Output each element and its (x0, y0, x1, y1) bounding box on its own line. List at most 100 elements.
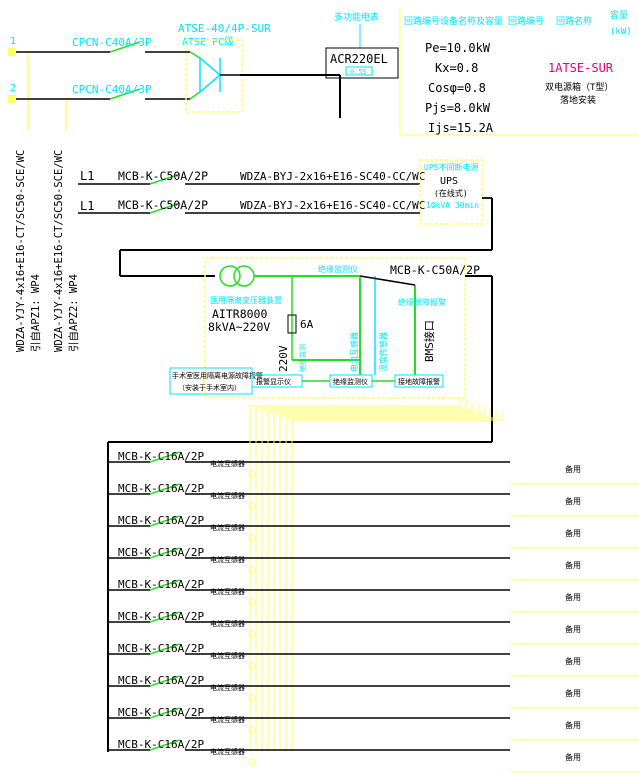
branch-tag: 电流互感器 (210, 619, 245, 628)
control-wire (267, 404, 479, 752)
control-wire (255, 400, 467, 752)
transformer-section: 医用隔离变压器装置 AITR8000 8kVA~220V 6A 220V 绝缘监… (169, 257, 480, 399)
device-note2: 落地安装 (560, 94, 596, 106)
atse-model: ATSE PC级 (182, 36, 234, 48)
branch-tag: 电流互感器 (210, 651, 245, 660)
meter-label: 多功能电表 (334, 11, 379, 23)
fuse (287, 314, 297, 334)
table-header-col3: 回路名称 (556, 15, 592, 27)
ups-breaker-2: MCB-K-C50A/2P (118, 198, 208, 212)
branch-breaker-label: MCB-K-C16A/2P (118, 450, 204, 463)
branch-tag: 电流互感器 (210, 555, 245, 564)
branch-name: 备用 (565, 656, 581, 666)
input-switch-1 (109, 41, 141, 53)
branch-terminal (248, 470, 256, 478)
branch-name: 备用 (565, 496, 581, 506)
control-wire (261, 402, 473, 752)
branch-tag: 电流互感器 (210, 459, 245, 468)
input-line-2-label: 2 (10, 83, 16, 94)
table-header-col1: 回路编号设备名称及容量 (404, 15, 503, 27)
branch-name: 备用 (565, 464, 581, 474)
branch-tag: 电流互感器 (210, 747, 245, 756)
input-section: 1 2 CPCN-C40A/3P CPCN-C40A/3P WDZA-YJY-4… (8, 36, 190, 352)
bms-label: BMS接口 (423, 320, 436, 362)
ups-box-note2: 10kVA 30min (426, 201, 479, 210)
ups-box-note: (在线式) (434, 188, 468, 198)
branch-tag: 电流互感器 (210, 683, 245, 692)
branch-name: 备用 (565, 752, 581, 762)
fuse-rating: 6A (300, 318, 314, 331)
branch-name: 备用 (565, 592, 581, 602)
branch-tag: 电流互感器 (210, 491, 245, 500)
transformer-model: AITR8000 (212, 307, 267, 321)
input-cable-2-source: 引自APZ2: WP4 (67, 274, 80, 352)
table-header-col2: 回路编号 (508, 15, 544, 27)
branch-name: 备用 (565, 688, 581, 698)
branch-terminal (248, 662, 256, 670)
ups-section: L1 L1 MCB-K-C50A/2P MCB-K-C50A/2P WDZA-B… (78, 159, 493, 240)
input-marker-1 (8, 48, 16, 56)
transformer-label: 医用隔离变压器装置 (210, 295, 282, 305)
input-cable-2-label: WDZA-YJY-4x16+E16-CT/SC50-SCE/WC (53, 150, 65, 352)
ups-box (419, 159, 483, 225)
branch-terminal (248, 758, 256, 766)
branch-breaker-symbol (149, 675, 181, 687)
branch-breaker-label: MCB-K-C16A/2P (118, 642, 204, 655)
branch-breaker-label: MCB-K-C16A/2P (118, 706, 204, 719)
load-cos: Cosφ=0.8 (428, 81, 486, 95)
branch-breaker-symbol (149, 643, 181, 655)
branch-tag: 电流互感器 (210, 523, 245, 532)
ups-breaker-1: MCB-K-C50A/2P (118, 169, 208, 183)
branch-terminal (248, 694, 256, 702)
ups-to-transformer-bus (119, 198, 493, 277)
branch-breaker-label: MCB-K-C16A/2P (118, 674, 204, 687)
ups-cable-2: WDZA-BYJ-2x16+E16-SC40-CC/WC (240, 199, 425, 212)
branch-breaker-label: MCB-K-C16A/2P (118, 610, 204, 623)
input-switch-2-label: CPCN-C40A/3P (72, 83, 152, 96)
load-ijs: Ijs=15.2A (428, 121, 494, 135)
transformer-coil-2 (233, 265, 255, 287)
load-kx: Kx=0.8 (435, 61, 478, 75)
alarm-note2: （安装于手术室内） (178, 383, 241, 392)
branch-name: 备用 (565, 528, 581, 538)
table-header-col4-unit: (kW) (610, 27, 632, 37)
wire-bundle (249, 398, 503, 752)
branch-breaker-label: MCB-K-C16A/2P (118, 482, 204, 495)
branch-breaker-symbol (149, 451, 181, 463)
box-b-label: 绝缘监测仪 (333, 377, 368, 386)
current-transformer-vert: 电流互感器 (349, 332, 359, 372)
branch-terminal (248, 534, 256, 542)
input-line-1-label: 1 (10, 36, 16, 47)
insulation-monitor-top: 绝缘监测仪 (318, 264, 358, 274)
branch-breaker-symbol (149, 739, 181, 751)
branch-breaker-label: MCB-K-C16A/2P (118, 546, 204, 559)
input-switch-2 (109, 88, 141, 100)
branch-terminal (248, 726, 256, 734)
control-wire (291, 412, 503, 752)
temperature-sensor-vert: 温度传感器 (378, 332, 388, 372)
transformer-coil-1 (219, 265, 241, 287)
branch-tag: 电流互感器 (210, 587, 245, 596)
control-wire (273, 406, 485, 752)
control-wire (249, 398, 461, 752)
transformer-rating: 8kVA~220V (208, 320, 270, 334)
atse-symbol (199, 56, 222, 94)
branch-circuits: MCB-K-C16A/2P电流互感器备用MCB-K-C16A/2P电流互感器备用… (108, 450, 639, 773)
branch-terminal (248, 566, 256, 574)
table-header-col4: 容量 (610, 9, 628, 21)
ups-box-model: UPS (440, 176, 458, 187)
branch-breaker-symbol (149, 515, 181, 527)
branch-name: 备用 (565, 560, 581, 570)
branch-breaker-symbol (149, 547, 181, 559)
ups-cable-1: WDZA-BYJ-2x16+E16-SC40-CC/WC (240, 170, 425, 183)
box-a-label: 报警显示仪 (256, 377, 291, 386)
branch-breaker-symbol (149, 611, 181, 623)
branch-breaker-label: MCB-K-C16A/2P (118, 738, 204, 751)
ups-box-label: UPS不间断电源 (424, 162, 478, 172)
meter-model: ACR220EL (330, 52, 388, 66)
